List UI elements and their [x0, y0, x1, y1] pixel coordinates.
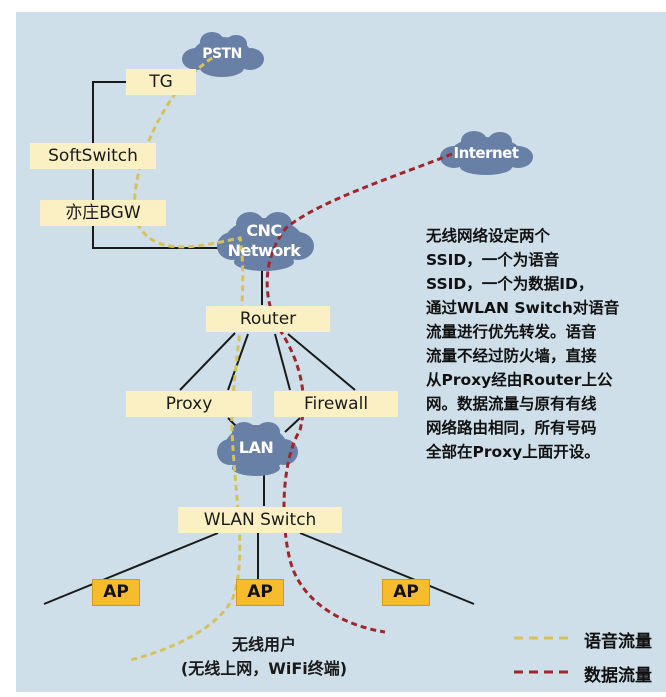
router-node: Router	[206, 306, 330, 332]
wireless-users-title: 无线用户	[231, 635, 296, 654]
legend-data-label: 数据流量	[584, 666, 652, 686]
tg-node: TG	[126, 69, 196, 95]
legend-voice-label: 语音流量	[584, 632, 652, 652]
internet-label: Internet	[453, 144, 519, 162]
lan-cloud	[217, 422, 298, 476]
diagram-background	[16, 12, 666, 692]
cnc-label-line2: Network	[227, 241, 301, 260]
wireless-users-subtitle: (无线上网，WiFi终端)	[180, 659, 348, 678]
voice-flow-path	[129, 56, 245, 662]
lan-label: LAN	[238, 438, 274, 457]
access-point-right: AP	[382, 579, 430, 606]
link-wlan-ap-left	[43, 532, 219, 605]
access-point-middle: AP	[236, 579, 284, 606]
link-router-proxy-left	[179, 332, 236, 391]
cnc-label: CNC Network	[222, 221, 306, 261]
link-router-firewall-right	[287, 333, 356, 391]
wireless-users-caption: 无线用户 (无线上网，WiFi终端)	[150, 631, 378, 679]
proxy-node: Proxy	[126, 391, 252, 417]
description-text: 无线网络设定两个 SSID，一个为语音 SSID，一个为数据ID， 通过WLAN…	[426, 227, 620, 461]
link-router-proxy-right	[227, 333, 249, 391]
wlan-switch-node: WLAN Switch	[178, 507, 342, 533]
firewall-node: Firewall	[274, 391, 398, 417]
cnc-network-cloud	[217, 212, 314, 271]
bgw-node: 亦庄BGW	[40, 200, 166, 226]
pstn-label: PSTN	[202, 46, 242, 62]
link-wlan-ap-right	[299, 532, 475, 605]
access-point-left: AP	[92, 579, 140, 606]
link-router-firewall-left	[274, 333, 291, 391]
data-flow-path	[265, 152, 453, 634]
softswitch-node: SoftSwitch	[30, 143, 156, 169]
internet-cloud	[440, 131, 533, 175]
link-firewall-lan	[284, 417, 301, 433]
cnc-label-line1: CNC	[246, 221, 282, 240]
